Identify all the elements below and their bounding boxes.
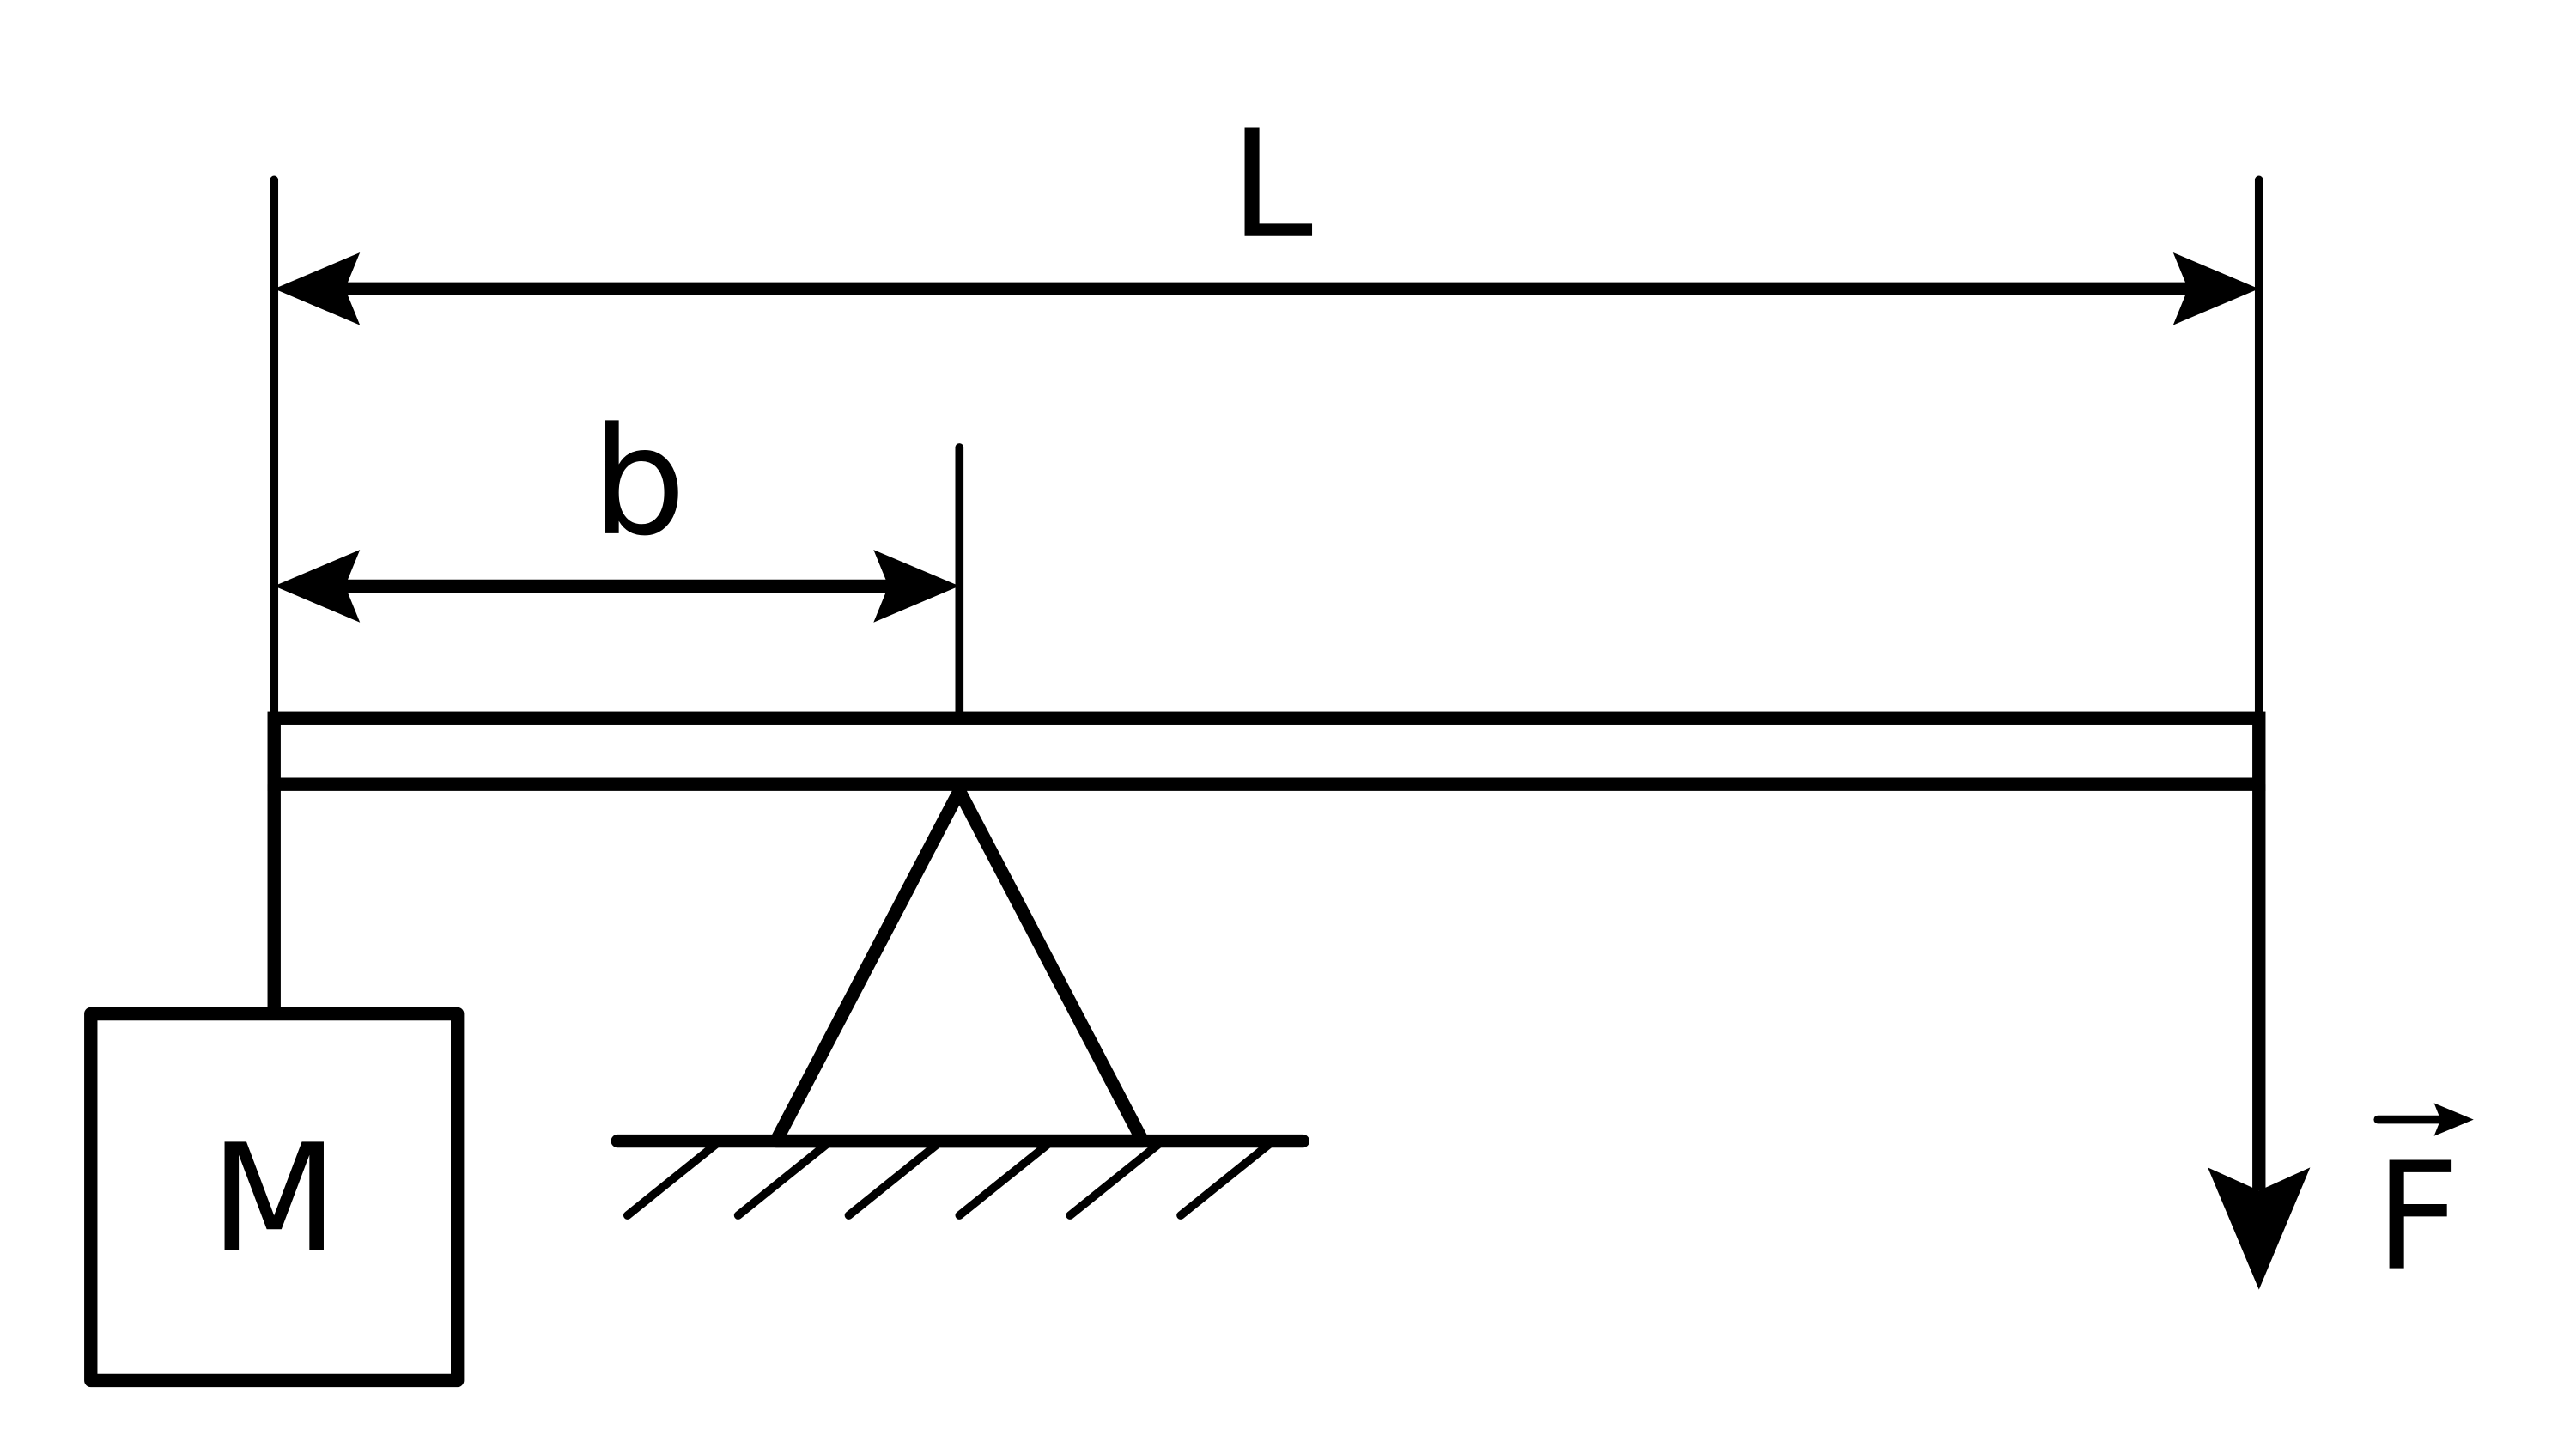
dimension-b-arrow-right: [873, 550, 960, 623]
ground-hatch: [1176, 1136, 1278, 1220]
dimension-b: [274, 550, 960, 623]
label-offset: b: [592, 395, 686, 569]
ground-hatch: [623, 1136, 725, 1220]
force-vector-mark-head: [2433, 1103, 2474, 1136]
ground-hatch: [1066, 1136, 1167, 1220]
force-arrow: [2208, 784, 2311, 1290]
fulcrum: [769, 784, 1150, 1148]
ground-hatch: [955, 1136, 1056, 1220]
dimension-l-arrow-left: [274, 252, 361, 325]
ground: [611, 1134, 1309, 1220]
ground-hatch: [844, 1136, 945, 1220]
lever-beam: [267, 711, 2266, 791]
dimension-b-arrow-left: [274, 550, 361, 623]
label-force: F: [2375, 1130, 2461, 1304]
force-arrow-head: [2208, 1167, 2311, 1290]
label-mass: M: [210, 1112, 338, 1286]
dimension-l-arrow-right: [2172, 252, 2259, 325]
mass-block: [84, 1007, 465, 1388]
force-vector-mark: [2373, 1103, 2474, 1136]
dimension-l: [274, 252, 2259, 325]
ground-hatch: [733, 1136, 835, 1220]
label-length: L: [1230, 98, 1313, 271]
